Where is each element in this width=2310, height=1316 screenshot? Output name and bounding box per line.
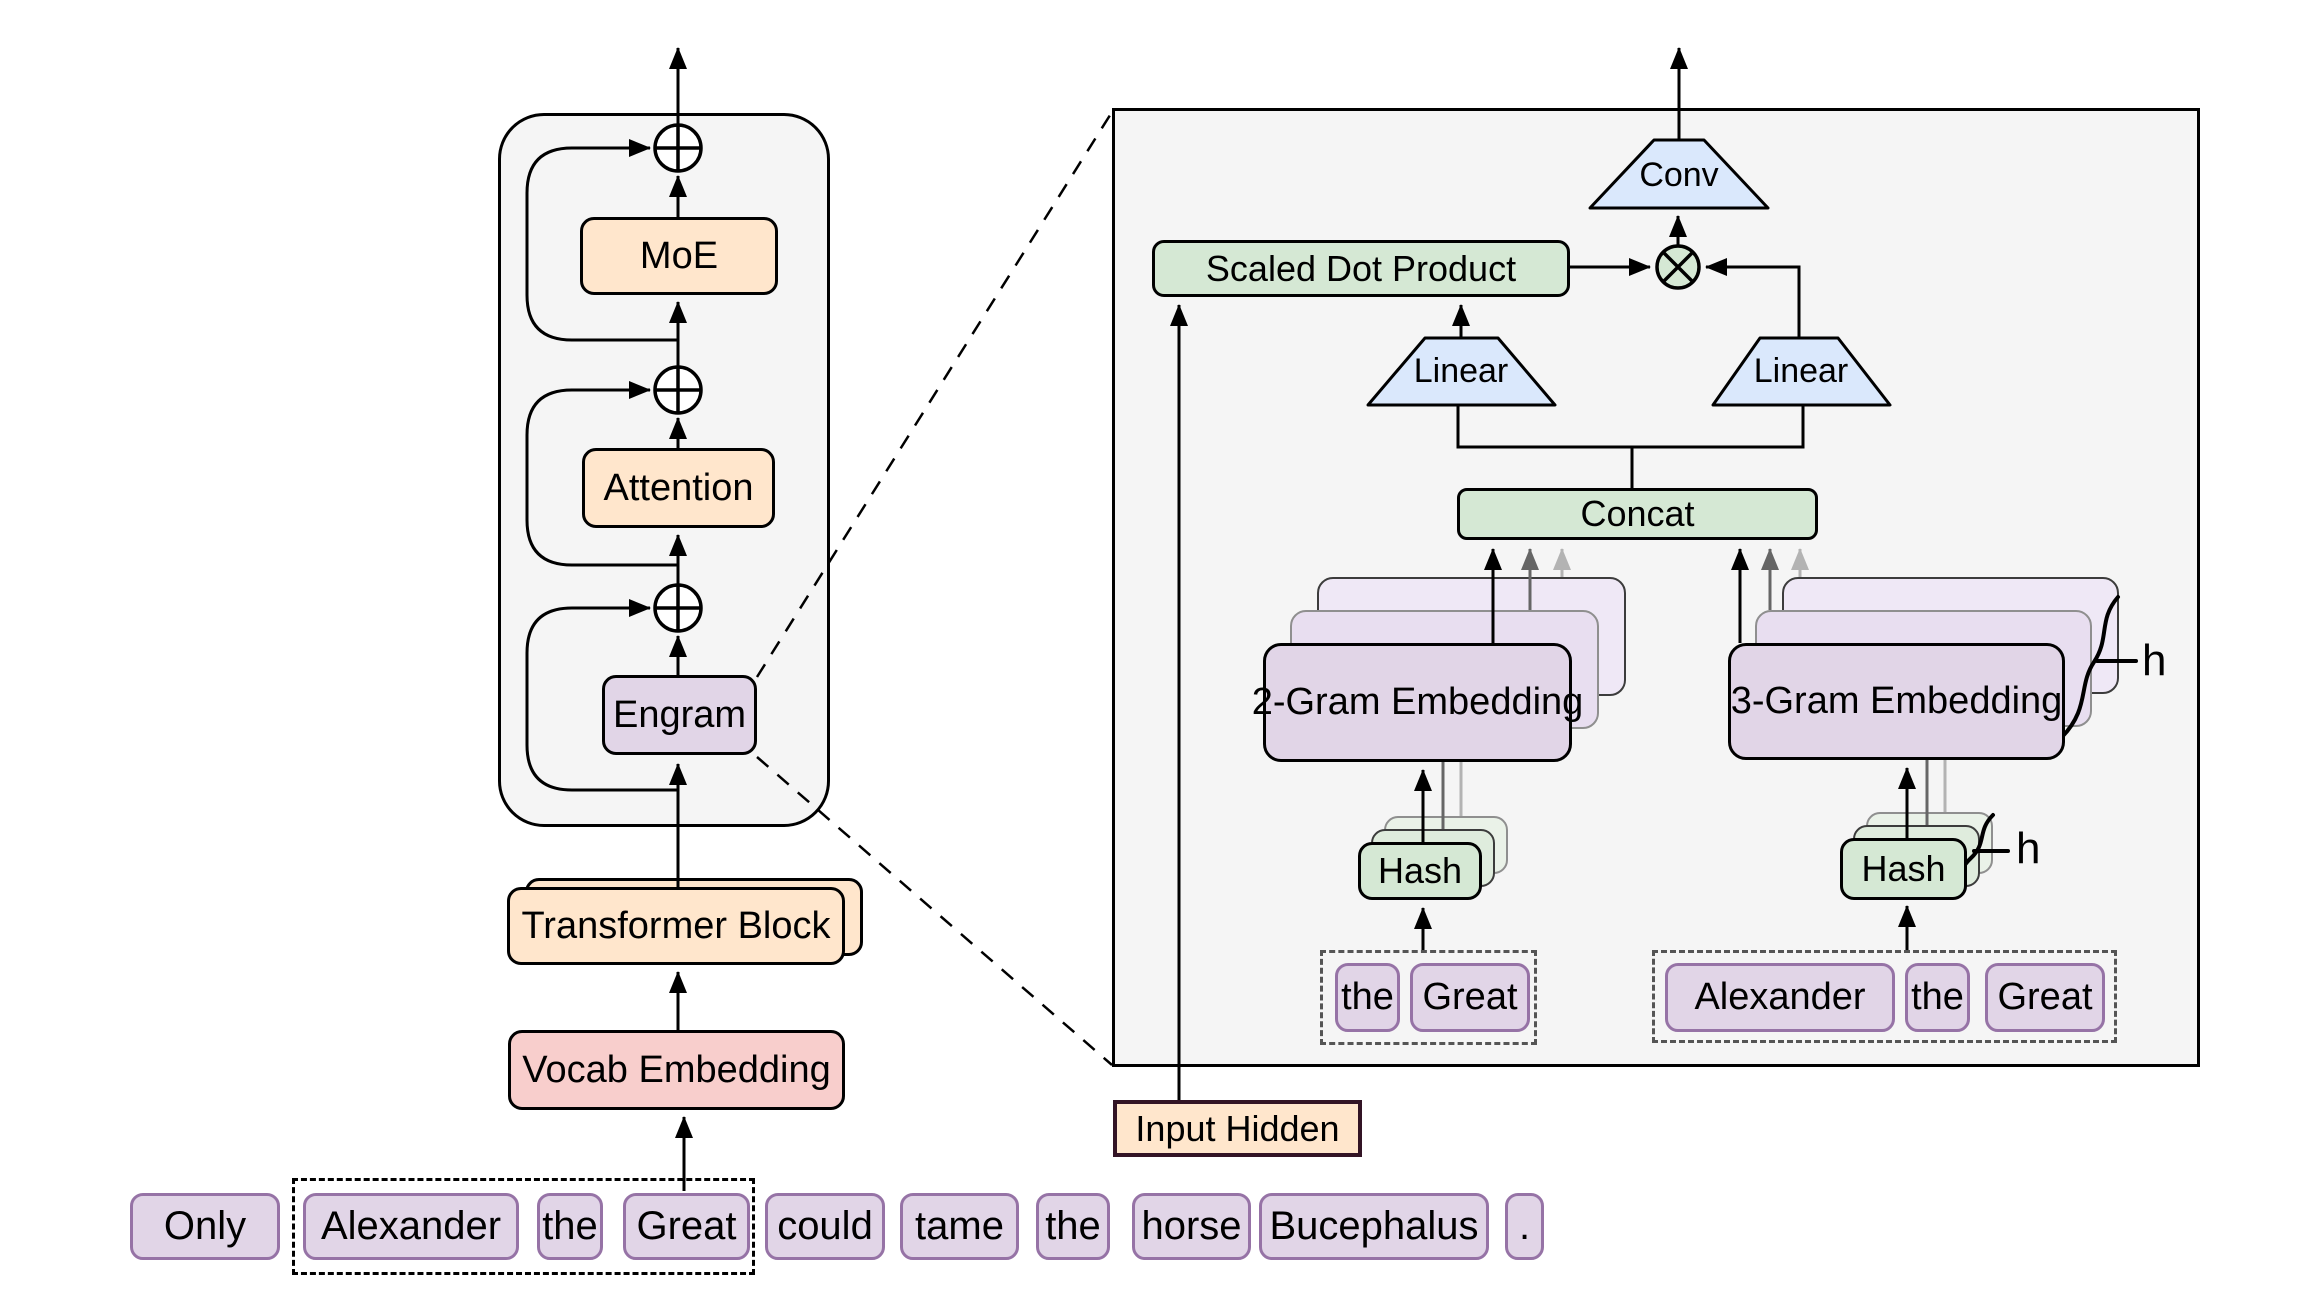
- vocab-embedding-box: Vocab Embedding: [508, 1030, 845, 1110]
- vocab-embedding-label: Vocab Embedding: [522, 1048, 831, 1091]
- linear-left-label: Linear: [1413, 351, 1509, 390]
- conv-label: Conv: [1639, 155, 1719, 194]
- input-hidden-label: Input Hidden: [1135, 1107, 1340, 1149]
- hash-left-label: Hash: [1377, 850, 1463, 891]
- conv-label-holder: Conv: [1594, 146, 1764, 204]
- engram-label: Engram: [612, 693, 747, 736]
- moe-box: MoE: [580, 217, 778, 295]
- sentence-token-bucephalus: Bucephalus: [1259, 1193, 1489, 1260]
- sentence-token-only: Only: [130, 1193, 280, 1260]
- three-gram-embedding-label: 3-Gram Embedding: [1730, 680, 2063, 722]
- two-gram-window-box: [1320, 950, 1537, 1045]
- three-gram-token-the: the: [1905, 963, 1970, 1032]
- three-gram-token-great: Great: [1985, 963, 2105, 1032]
- hash-right-label: Hash: [1861, 848, 1946, 889]
- sentence-token-period: .: [1505, 1193, 1544, 1260]
- hash-head-count-label: h: [2016, 824, 2041, 873]
- linear-left-label-holder: Linear: [1376, 342, 1546, 400]
- scaled-dot-product-box: Scaled Dot Product: [1152, 240, 1570, 297]
- three-gram-window-box: [1652, 950, 2117, 1043]
- sentence-token-horse: horse: [1132, 1193, 1251, 1260]
- moe-label: MoE: [639, 234, 719, 277]
- linear-right-label-holder: Linear: [1712, 342, 1890, 400]
- attention-label: Attention: [603, 466, 754, 509]
- transformer-block-box: Transformer Block: [507, 887, 845, 965]
- two-gram-embedding-label: 2-Gram Embedding: [1251, 681, 1584, 723]
- two-gram-token-great: Great: [1410, 963, 1530, 1032]
- three-gram-token-alexander: Alexander: [1665, 963, 1895, 1032]
- sentence-token-alexander: Alexander: [303, 1193, 519, 1260]
- hash-left-box: Hash: [1358, 842, 1482, 900]
- transformer-block-label: Transformer Block: [521, 904, 831, 947]
- sentence-ngram-highlight-box: [292, 1178, 755, 1275]
- three-gram-head-count-label: h: [2142, 636, 2167, 685]
- attention-box: Attention: [582, 448, 775, 528]
- scaled-dot-product-label: Scaled Dot Product: [1205, 247, 1517, 289]
- input-hidden-box: Input Hidden: [1113, 1100, 1362, 1157]
- concat-box: Concat: [1457, 488, 1818, 540]
- three-gram-embedding-box: 3-Gram Embedding: [1728, 643, 2065, 760]
- concat-label: Concat: [1580, 493, 1695, 534]
- sentence-token-the-2: the: [1036, 1193, 1110, 1260]
- sentence-token-could: could: [765, 1193, 885, 1260]
- sentence-token-tame: tame: [900, 1193, 1019, 1260]
- linear-right-label: Linear: [1753, 351, 1849, 390]
- hash-right-box: Hash: [1840, 838, 1967, 900]
- sentence-token-the-1: the: [537, 1193, 603, 1260]
- engram-box: Engram: [602, 675, 757, 755]
- two-gram-token-the: the: [1335, 963, 1400, 1032]
- two-gram-embedding-box: 2-Gram Embedding: [1252, 643, 1583, 762]
- sentence-token-great: Great: [623, 1193, 750, 1260]
